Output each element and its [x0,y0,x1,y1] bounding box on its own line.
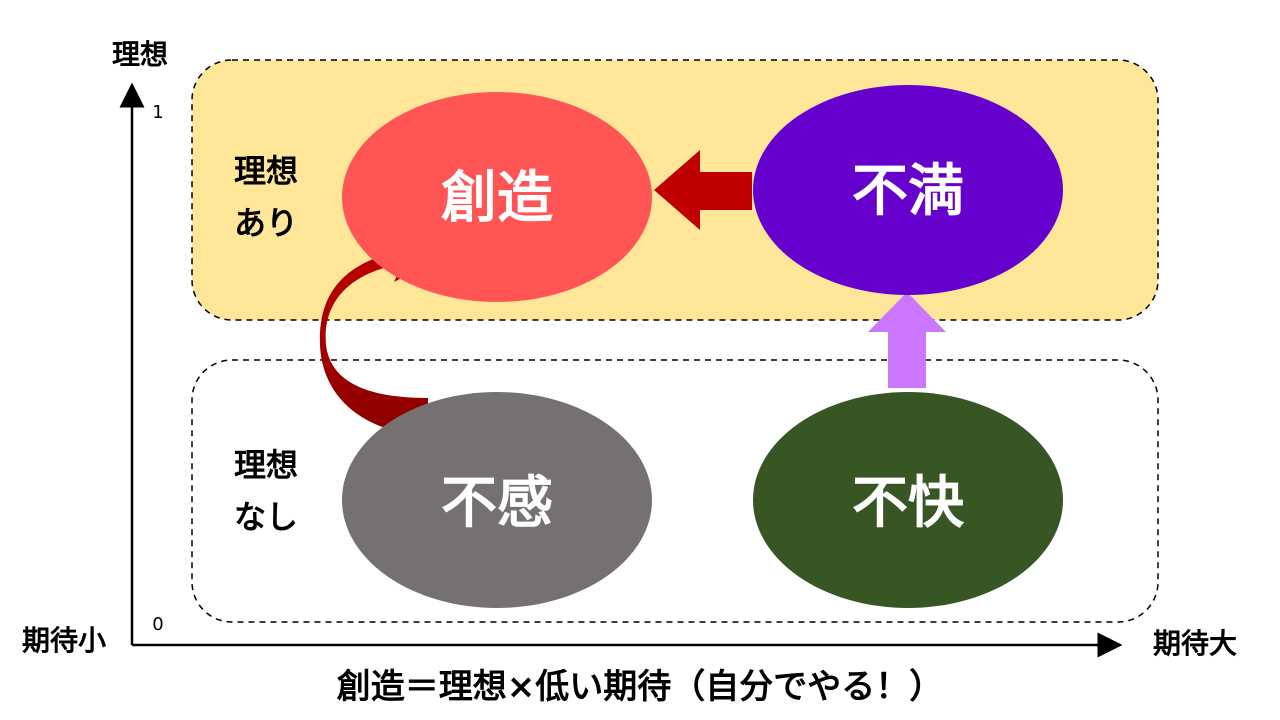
caption: 創造＝理想×低い期待（自分でやる！） [337,667,944,707]
x-axis-left-label: 期待小 [22,624,106,657]
node-discontent-label: 不満 [852,159,964,224]
node-numb-label: 不感 [441,471,553,536]
node-create: 創造 [342,92,652,302]
node-numb: 不感 [342,392,652,608]
node-unpleasant: 不快 [753,392,1063,608]
row-label-bottom-line1: 理想 [234,446,298,484]
node-create-label: 創造 [441,166,553,231]
arrow-discontent-to-create [654,150,752,230]
y-axis-label: 理想 [112,38,168,71]
arrow-numb-to-create [319,234,432,436]
y-tick-top: 1 [152,102,163,123]
x-axis-right-label: 期待大 [1153,627,1237,660]
row-label-bottom-line2: なし [234,498,298,536]
node-discontent: 不満 [753,85,1063,295]
node-unpleasant-label: 不快 [852,471,965,536]
arrow-unpleasant-to-discontent [868,292,946,388]
y-tick-bottom: 0 [152,614,163,635]
row-label-top-line2: あり [234,204,298,242]
row-label-top-line1: 理想 [234,152,298,190]
